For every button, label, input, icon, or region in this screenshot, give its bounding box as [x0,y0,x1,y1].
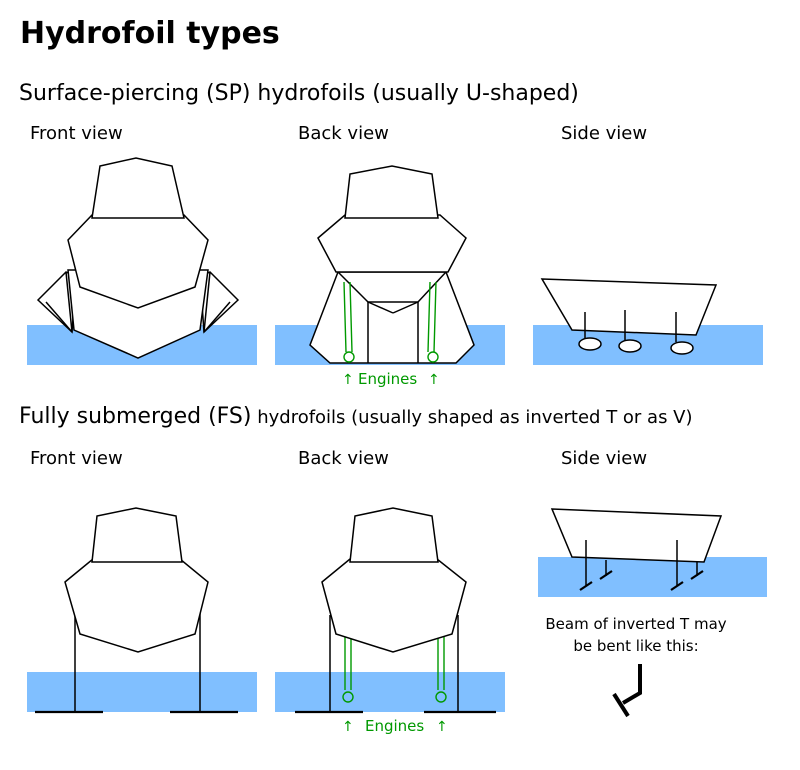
boat-superstructure [91,157,185,219]
water-surface [27,672,257,712]
foil-strut-pod [670,341,694,355]
u-shaped-foil [309,271,475,364]
sp-side-view-label: Side view [561,123,648,144]
sp-front-view-label: Front view [30,123,123,144]
sp-back-view [275,165,505,365]
up-arrow-icon: ↑ [342,719,354,735]
submerged-foil [670,581,684,591]
fs-engines-label: Engines [365,717,425,735]
submerged-foil [579,581,593,591]
fully-submerged-heading-rest: hydrofoils (usually shaped as inverted T… [251,407,693,428]
diagram-title: Hydrofoil types [20,16,280,51]
water-surface [538,557,767,597]
submerged-foil [599,570,613,580]
fs-side-view-label: Side view [561,448,648,469]
foil-strut-pod [618,339,642,353]
fs-side-view [538,508,767,597]
fs-front-view [27,507,257,714]
sp-front-view [27,157,257,365]
left-engine-shaft [343,281,353,353]
left-propeller [342,691,354,703]
foil-strut-pod [578,337,602,351]
fully-submerged-heading: Fully submerged (FS) hydrofoils (usually… [19,404,693,429]
surface-piercing-heading: Surface-piercing (SP) hydrofoils (usuall… [19,81,579,106]
right-engine-shaft [427,281,437,353]
sp-side-view [533,278,763,365]
water-surface [275,672,505,712]
submerged-foil [690,570,704,580]
up-arrow-icon: ↑ [436,719,448,735]
fs-front-view-label: Front view [30,448,123,469]
sp-engines-label: Engines [358,370,418,388]
left-propeller [343,351,355,363]
boat-hull-side [550,508,723,563]
boat-superstructure [344,165,439,219]
up-arrow-icon: ↑ [342,372,354,388]
boat-hull [317,214,467,273]
fs-back-view [275,507,505,714]
bent-beam-note-line1: Beam of inverted T may [545,615,727,633]
fully-submerged-heading-main: Fully submerged (FS) [19,404,252,429]
fs-back-view-label: Back view [298,448,389,469]
sp-back-view-label: Back view [298,123,389,144]
right-propeller [427,351,439,363]
boat-superstructure [349,507,439,563]
bent-inverted-t-illustration [612,664,642,718]
right-engine-shaft [437,632,445,690]
right-propeller [435,691,447,703]
boat-superstructure [91,507,183,563]
left-engine-shaft [344,632,352,690]
bent-beam-note-line2: be bent like this: [573,637,699,655]
up-arrow-icon: ↑ [428,372,440,388]
boat-hull [64,558,209,653]
bent-beam-note: Beam of inverted T may be bent like this… [536,613,736,657]
